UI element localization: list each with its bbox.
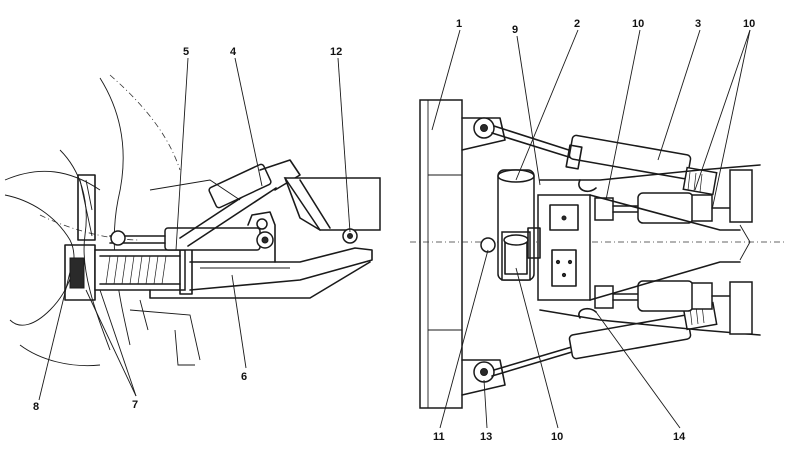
lower-cylinder — [491, 301, 718, 377]
lower-arm — [149, 247, 373, 299]
control-plate — [527, 194, 591, 301]
central-housing — [480, 169, 535, 281]
callout-7: 7 — [132, 399, 138, 411]
plan-view — [410, 99, 785, 409]
hooks — [578, 179, 597, 319]
hitch-frame — [64, 174, 96, 301]
leader-lines — [38, 29, 751, 429]
callout-13: 13 — [480, 431, 492, 443]
hydraulic-cylinder-side — [109, 227, 274, 251]
callout-9: 9 — [512, 24, 518, 36]
callouts: 5 4 12 6 8 7 1 9 2 10 3 10 11 13 10 14 — [33, 18, 755, 443]
mounting-plate — [419, 99, 463, 409]
callout-10-right: 10 — [743, 18, 755, 30]
frame-legs — [539, 164, 761, 336]
callout-8: 8 — [33, 401, 39, 413]
implement-beam — [283, 177, 381, 244]
side-view — [4, 74, 381, 367]
callout-11: 11 — [433, 431, 445, 443]
callout-3: 3 — [695, 18, 701, 30]
shaft-assembly — [94, 245, 193, 295]
callout-6: 6 — [241, 371, 247, 383]
callout-10-bottom: 10 — [551, 431, 563, 443]
callout-2: 2 — [574, 18, 580, 30]
upper-link — [149, 159, 301, 247]
callout-14: 14 — [673, 431, 686, 443]
callout-1: 1 — [456, 18, 462, 30]
inner-cylinder-lower — [594, 280, 731, 312]
callout-4: 4 — [230, 46, 237, 58]
upper-pivot — [461, 117, 506, 151]
lower-pivot — [461, 359, 506, 396]
inner-cylinder-upper — [594, 192, 731, 224]
callout-5: 5 — [183, 46, 189, 58]
callout-12: 12 — [330, 46, 342, 58]
upper-cylinder — [491, 125, 718, 196]
tractor-outline — [4, 74, 201, 367]
callout-10-top: 10 — [632, 18, 644, 30]
support-post — [247, 211, 276, 263]
